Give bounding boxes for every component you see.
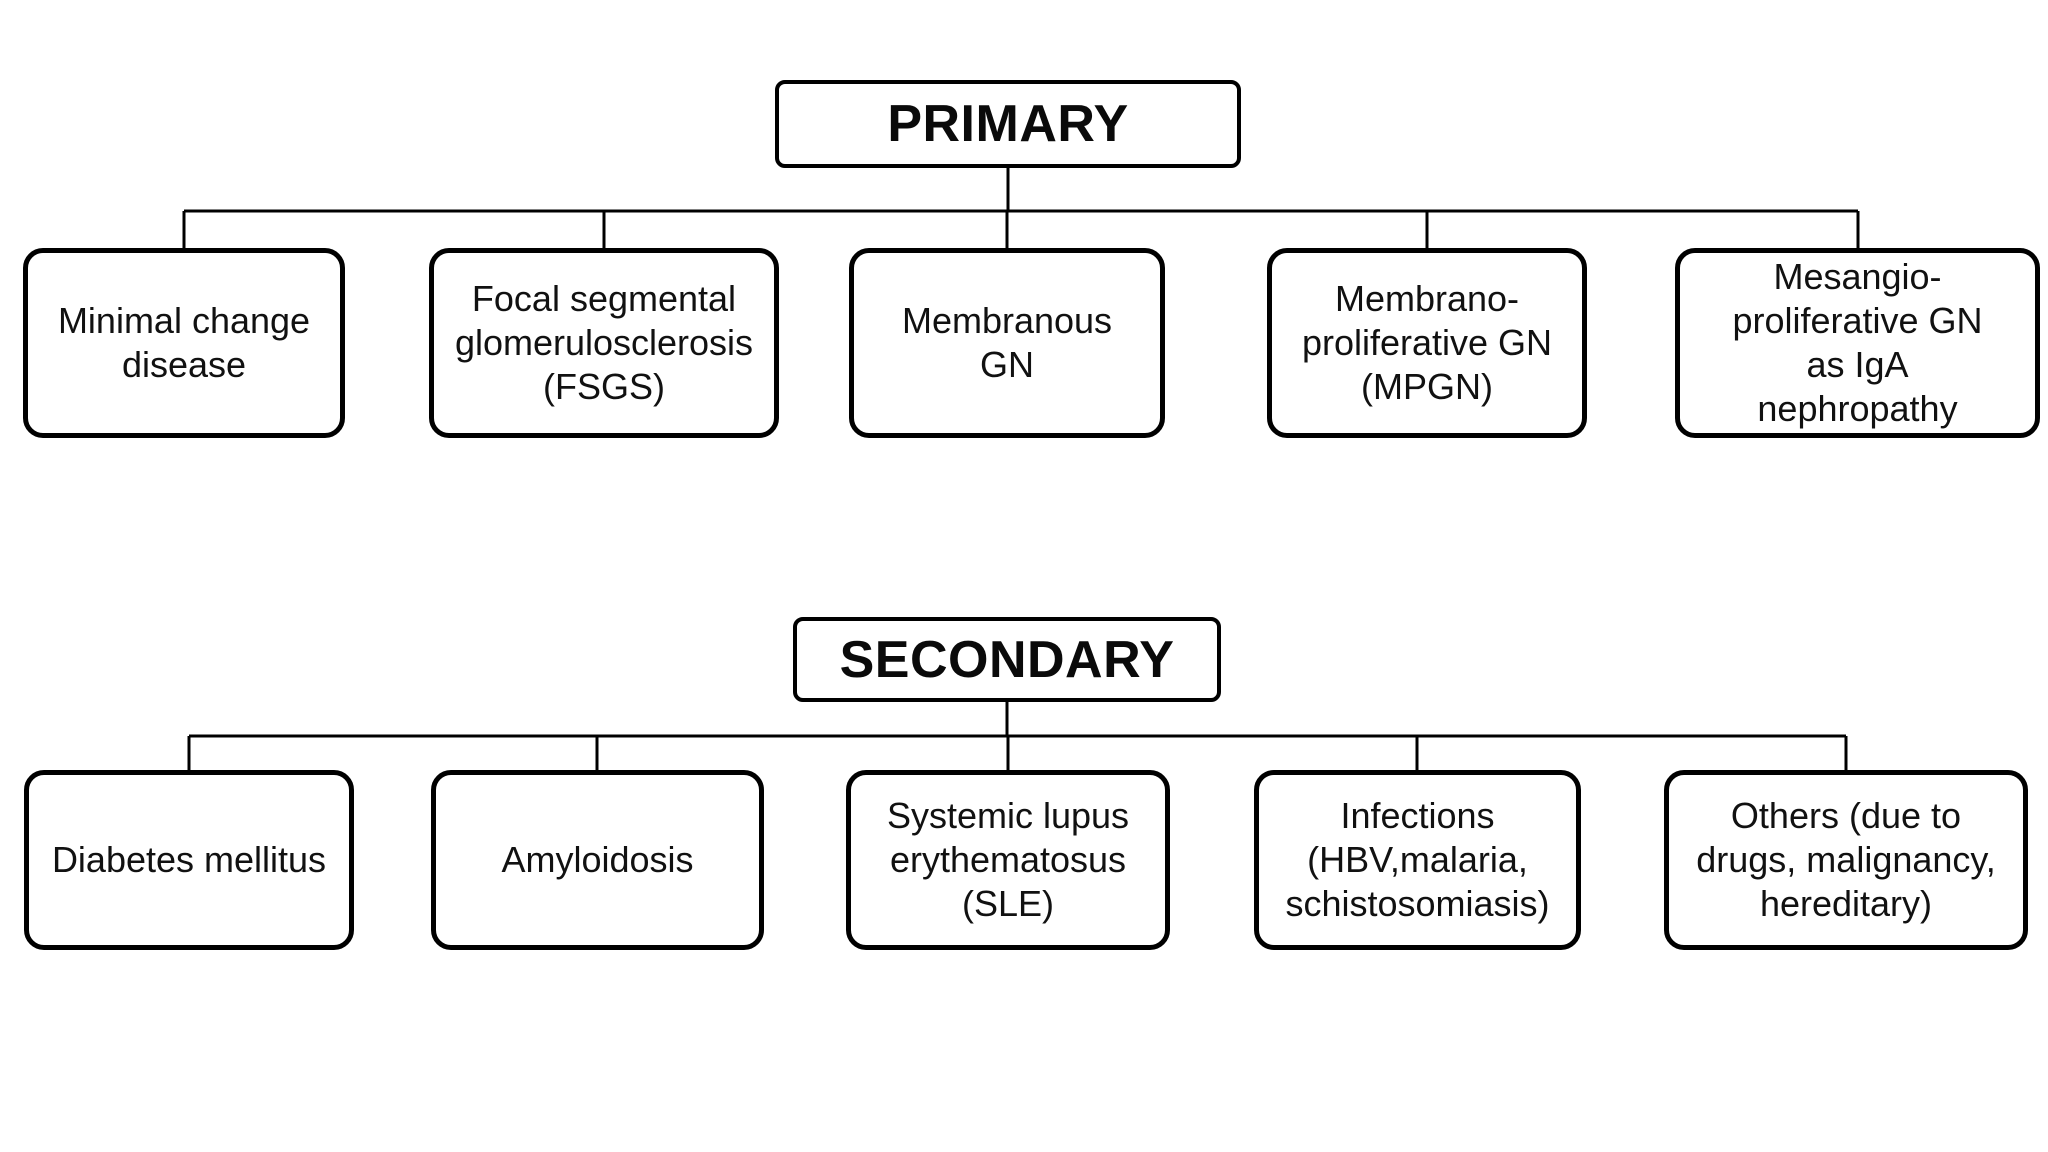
node-label: Others (due to drugs, malignancy, heredi… <box>1696 795 1996 924</box>
node-minimal-change-disease: Minimal change disease <box>23 248 345 438</box>
node-label: Membrano- proliferative GN (MPGN) <box>1301 278 1553 407</box>
node-sle: Systemic lupus erythematosus (SLE) <box>846 770 1170 950</box>
node-label: Focal segmental glomerulosclerosis (FSGS… <box>454 278 754 407</box>
node-secondary: SECONDARY <box>793 617 1221 702</box>
node-fsgs: Focal segmental glomerulosclerosis (FSGS… <box>429 248 779 438</box>
node-mpgn: Membrano- proliferative GN (MPGN) <box>1267 248 1587 438</box>
node-label: Amyloidosis <box>501 839 694 880</box>
node-secondary-label: SECONDARY <box>839 630 1175 689</box>
node-label: Infections (HBV,malaria, schistosomiasis… <box>1285 795 1550 924</box>
node-amyloidosis: Amyloidosis <box>431 770 764 950</box>
node-mesangioproliferative-gn: Mesangio- proliferative GN as IgA nephro… <box>1675 248 2040 438</box>
node-label: Membranous GN <box>901 300 1113 385</box>
node-membranous-gn: Membranous GN <box>849 248 1165 438</box>
node-diabetes-mellitus: Diabetes mellitus <box>24 770 354 950</box>
node-primary: PRIMARY <box>775 80 1241 168</box>
node-primary-label: PRIMARY <box>887 95 1129 153</box>
node-infections: Infections (HBV,malaria, schistosomiasis… <box>1254 770 1581 950</box>
node-label: Minimal change disease <box>57 300 311 385</box>
node-label: Diabetes mellitus <box>51 839 327 880</box>
node-others: Others (due to drugs, malignancy, heredi… <box>1664 770 2028 950</box>
node-label: Systemic lupus erythematosus (SLE) <box>886 795 1130 924</box>
node-label: Mesangio- proliferative GN as IgA nephro… <box>1732 256 1983 429</box>
